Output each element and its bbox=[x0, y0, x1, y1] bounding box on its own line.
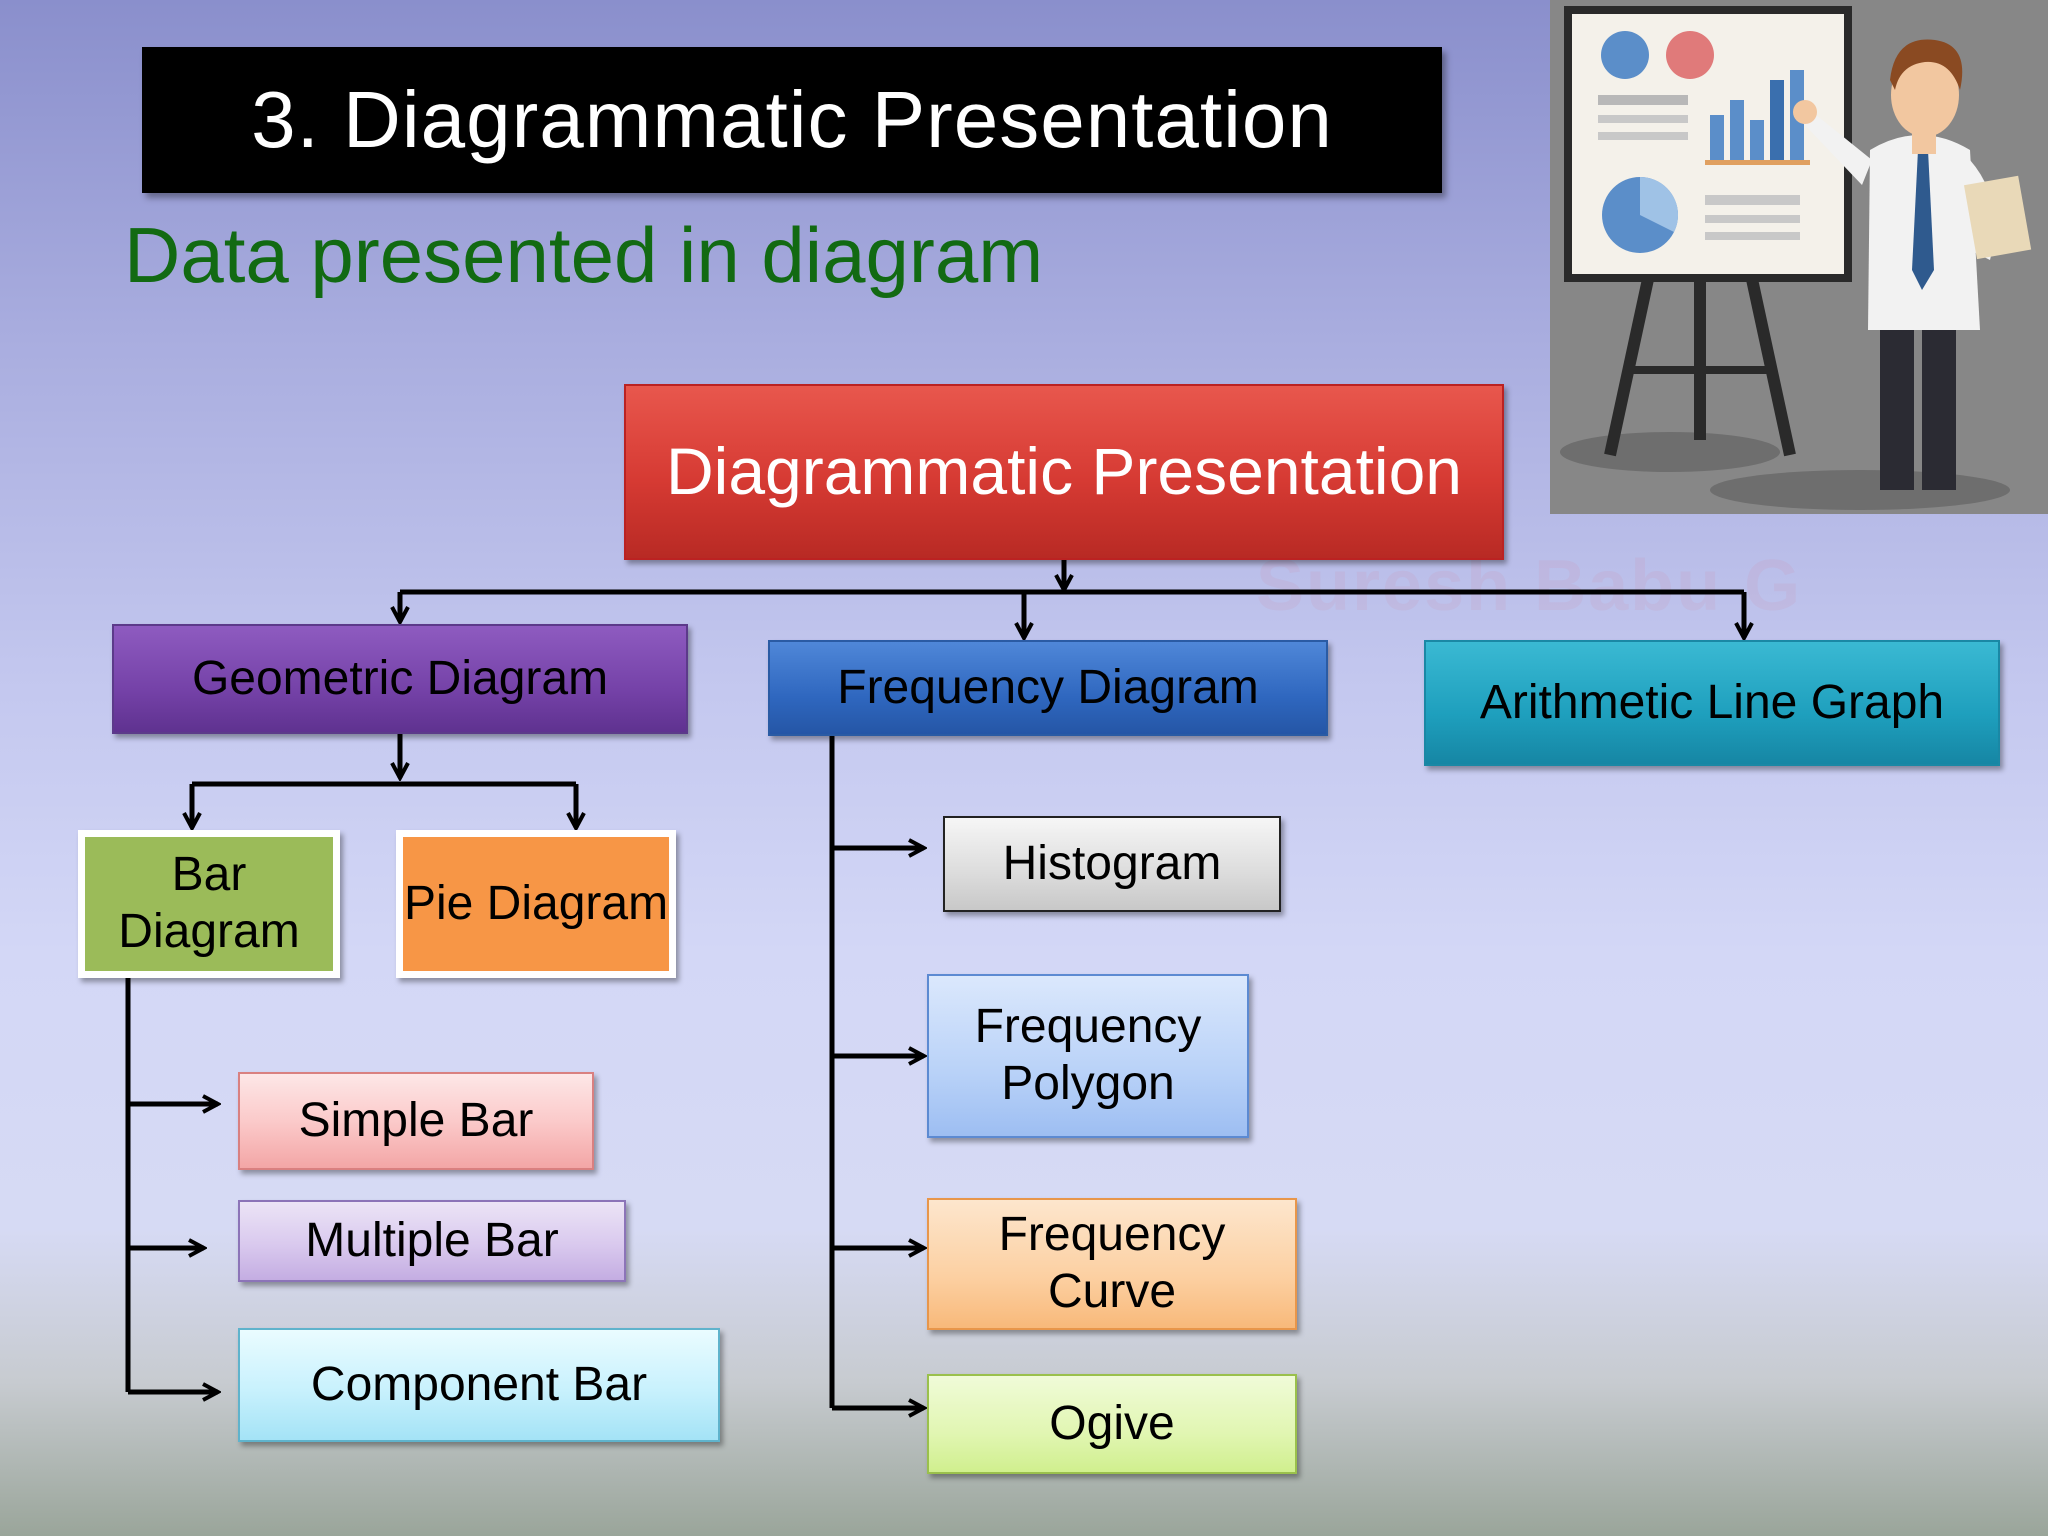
node-frequency-curve: Frequency Curve bbox=[927, 1198, 1297, 1330]
node-component-bar: Component Bar bbox=[238, 1328, 720, 1442]
node-geometric-diagram: Geometric Diagram bbox=[112, 624, 688, 734]
slide-title: 3. Diagrammatic Presentation bbox=[251, 75, 1333, 164]
node-diagrammatic-presentation: Diagrammatic Presentation bbox=[624, 384, 1504, 560]
node-pie-diagram: Pie Diagram bbox=[396, 830, 676, 978]
node-histogram: Histogram bbox=[943, 816, 1281, 912]
node-frequency-polygon: Frequency Polygon bbox=[927, 974, 1249, 1138]
slide-title-bar: 3. Diagrammatic Presentation bbox=[142, 47, 1442, 193]
node-simple-bar: Simple Bar bbox=[238, 1072, 594, 1170]
node-bar-diagram: Bar Diagram bbox=[78, 830, 340, 978]
node-frequency-diagram: Frequency Diagram bbox=[768, 640, 1328, 736]
presenter-illustration bbox=[1550, 0, 2048, 514]
slide-subtitle: Data presented in diagram bbox=[124, 211, 1044, 299]
node-ogive: Ogive bbox=[927, 1374, 1297, 1474]
node-multiple-bar: Multiple Bar bbox=[238, 1200, 626, 1282]
node-arithmetic-line-graph: Arithmetic Line Graph bbox=[1424, 640, 2000, 766]
